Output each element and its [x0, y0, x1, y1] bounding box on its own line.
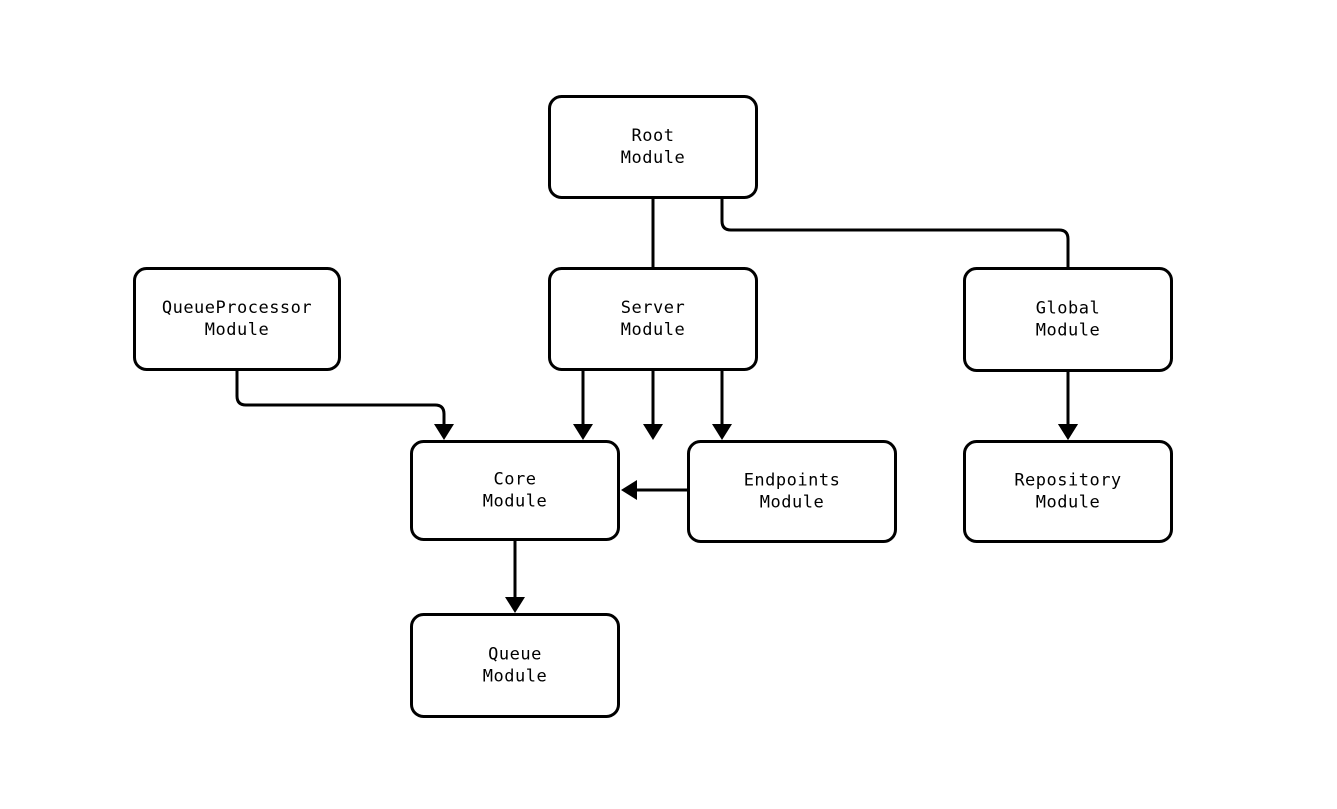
- edge-queueprocessor-to-core: [235, 371, 446, 424]
- node-label-line2-global: Module: [1036, 321, 1100, 341]
- arrowheads-layer: [434, 424, 1078, 613]
- arrowhead-icon-core-to-queue: [505, 597, 525, 613]
- node-box-server[interactable]: [548, 267, 758, 371]
- node-label-line2-endpoints: Module: [760, 493, 824, 513]
- node-box-global[interactable]: [963, 267, 1173, 372]
- node-label-line2-repository: Module: [1036, 493, 1100, 513]
- arrowhead-icon-queueprocessor-to-core: [434, 424, 454, 440]
- node-label-line1-repository: Repository: [1014, 471, 1121, 491]
- node-label-line1-root: Root: [632, 126, 675, 146]
- node-label-line2-queue: Module: [483, 667, 547, 687]
- node-label-line2-core: Module: [483, 492, 547, 512]
- node-box-core[interactable]: [410, 440, 620, 541]
- node-label-line1-global: Global: [1036, 299, 1100, 319]
- node-label-line1-endpoints: Endpoints: [744, 471, 841, 491]
- node-box-root[interactable]: [548, 95, 758, 199]
- nodes-layer: RootModuleQueueProcessorModuleServerModu…: [133, 95, 1173, 718]
- node-label-line2-queueprocessor: Module: [205, 320, 269, 340]
- node-label-line1-queue: Queue: [488, 645, 542, 665]
- arrowhead-icon-endpoints-to-core: [621, 480, 637, 500]
- node-box-repository[interactable]: [963, 440, 1173, 543]
- node-label-line2-root: Module: [621, 148, 685, 168]
- node-label-line1-queueprocessor: QueueProcessor: [162, 298, 312, 318]
- edge-root-to-global: [720, 197, 1070, 424]
- node-box-endpoints[interactable]: [687, 440, 897, 543]
- arrowhead-icon-server-to-endpoints: [712, 424, 732, 440]
- edges-layer: [235, 197, 1070, 597]
- node-label-line1-core: Core: [494, 470, 537, 490]
- node-box-queue[interactable]: [410, 613, 620, 718]
- arrowhead-icon-global-to-repository: [1058, 424, 1078, 440]
- arrowhead-icon-root-to-server: [643, 424, 663, 440]
- node-label-line1-server: Server: [621, 298, 685, 318]
- arrowhead-icon-server-to-core: [573, 424, 593, 440]
- node-box-queueprocessor[interactable]: [133, 267, 341, 371]
- node-label-line2-server: Module: [621, 320, 685, 340]
